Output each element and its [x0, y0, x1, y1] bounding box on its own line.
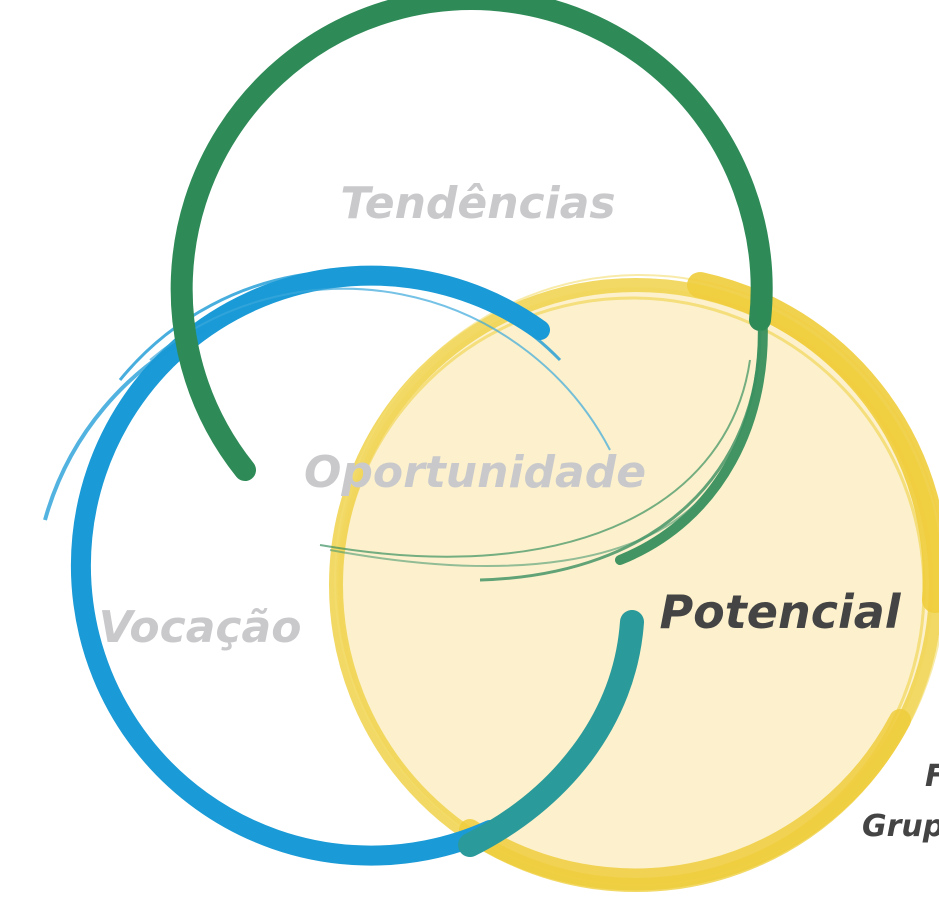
potencial-fill [337, 287, 933, 883]
oportunidade-label: Oportunidade [304, 447, 646, 498]
tendencias-label: Tendências [340, 178, 615, 229]
tendencias-ring-right [615, 305, 768, 565]
tendencias-circle [170, 0, 773, 582]
vocacao-circle [43, 265, 644, 866]
vocacao-ring-thin-a [118, 269, 562, 381]
vocacao-ring-thin-b [149, 287, 611, 451]
vocacao-ring-main [70, 265, 550, 866]
vocacao-label: Vocação [99, 602, 302, 653]
potencial-label: Potencial [659, 585, 901, 639]
vocacao-ring-thin-c [43, 328, 206, 521]
potencial-circle [329, 272, 939, 892]
cropped-caption-line-1: F [925, 759, 939, 794]
tendencias-ring-thin-c [329, 499, 701, 567]
tendencias-ring-thin-a [479, 329, 762, 582]
potencial-ring-thick-bottom [459, 709, 911, 891]
tendencias-ring-main [170, 0, 773, 481]
tendencias-ring-thin-b [319, 359, 751, 558]
vocacao-ring-teal-tail-thin [597, 622, 636, 723]
cropped-caption-line-2: Grup [862, 809, 939, 844]
